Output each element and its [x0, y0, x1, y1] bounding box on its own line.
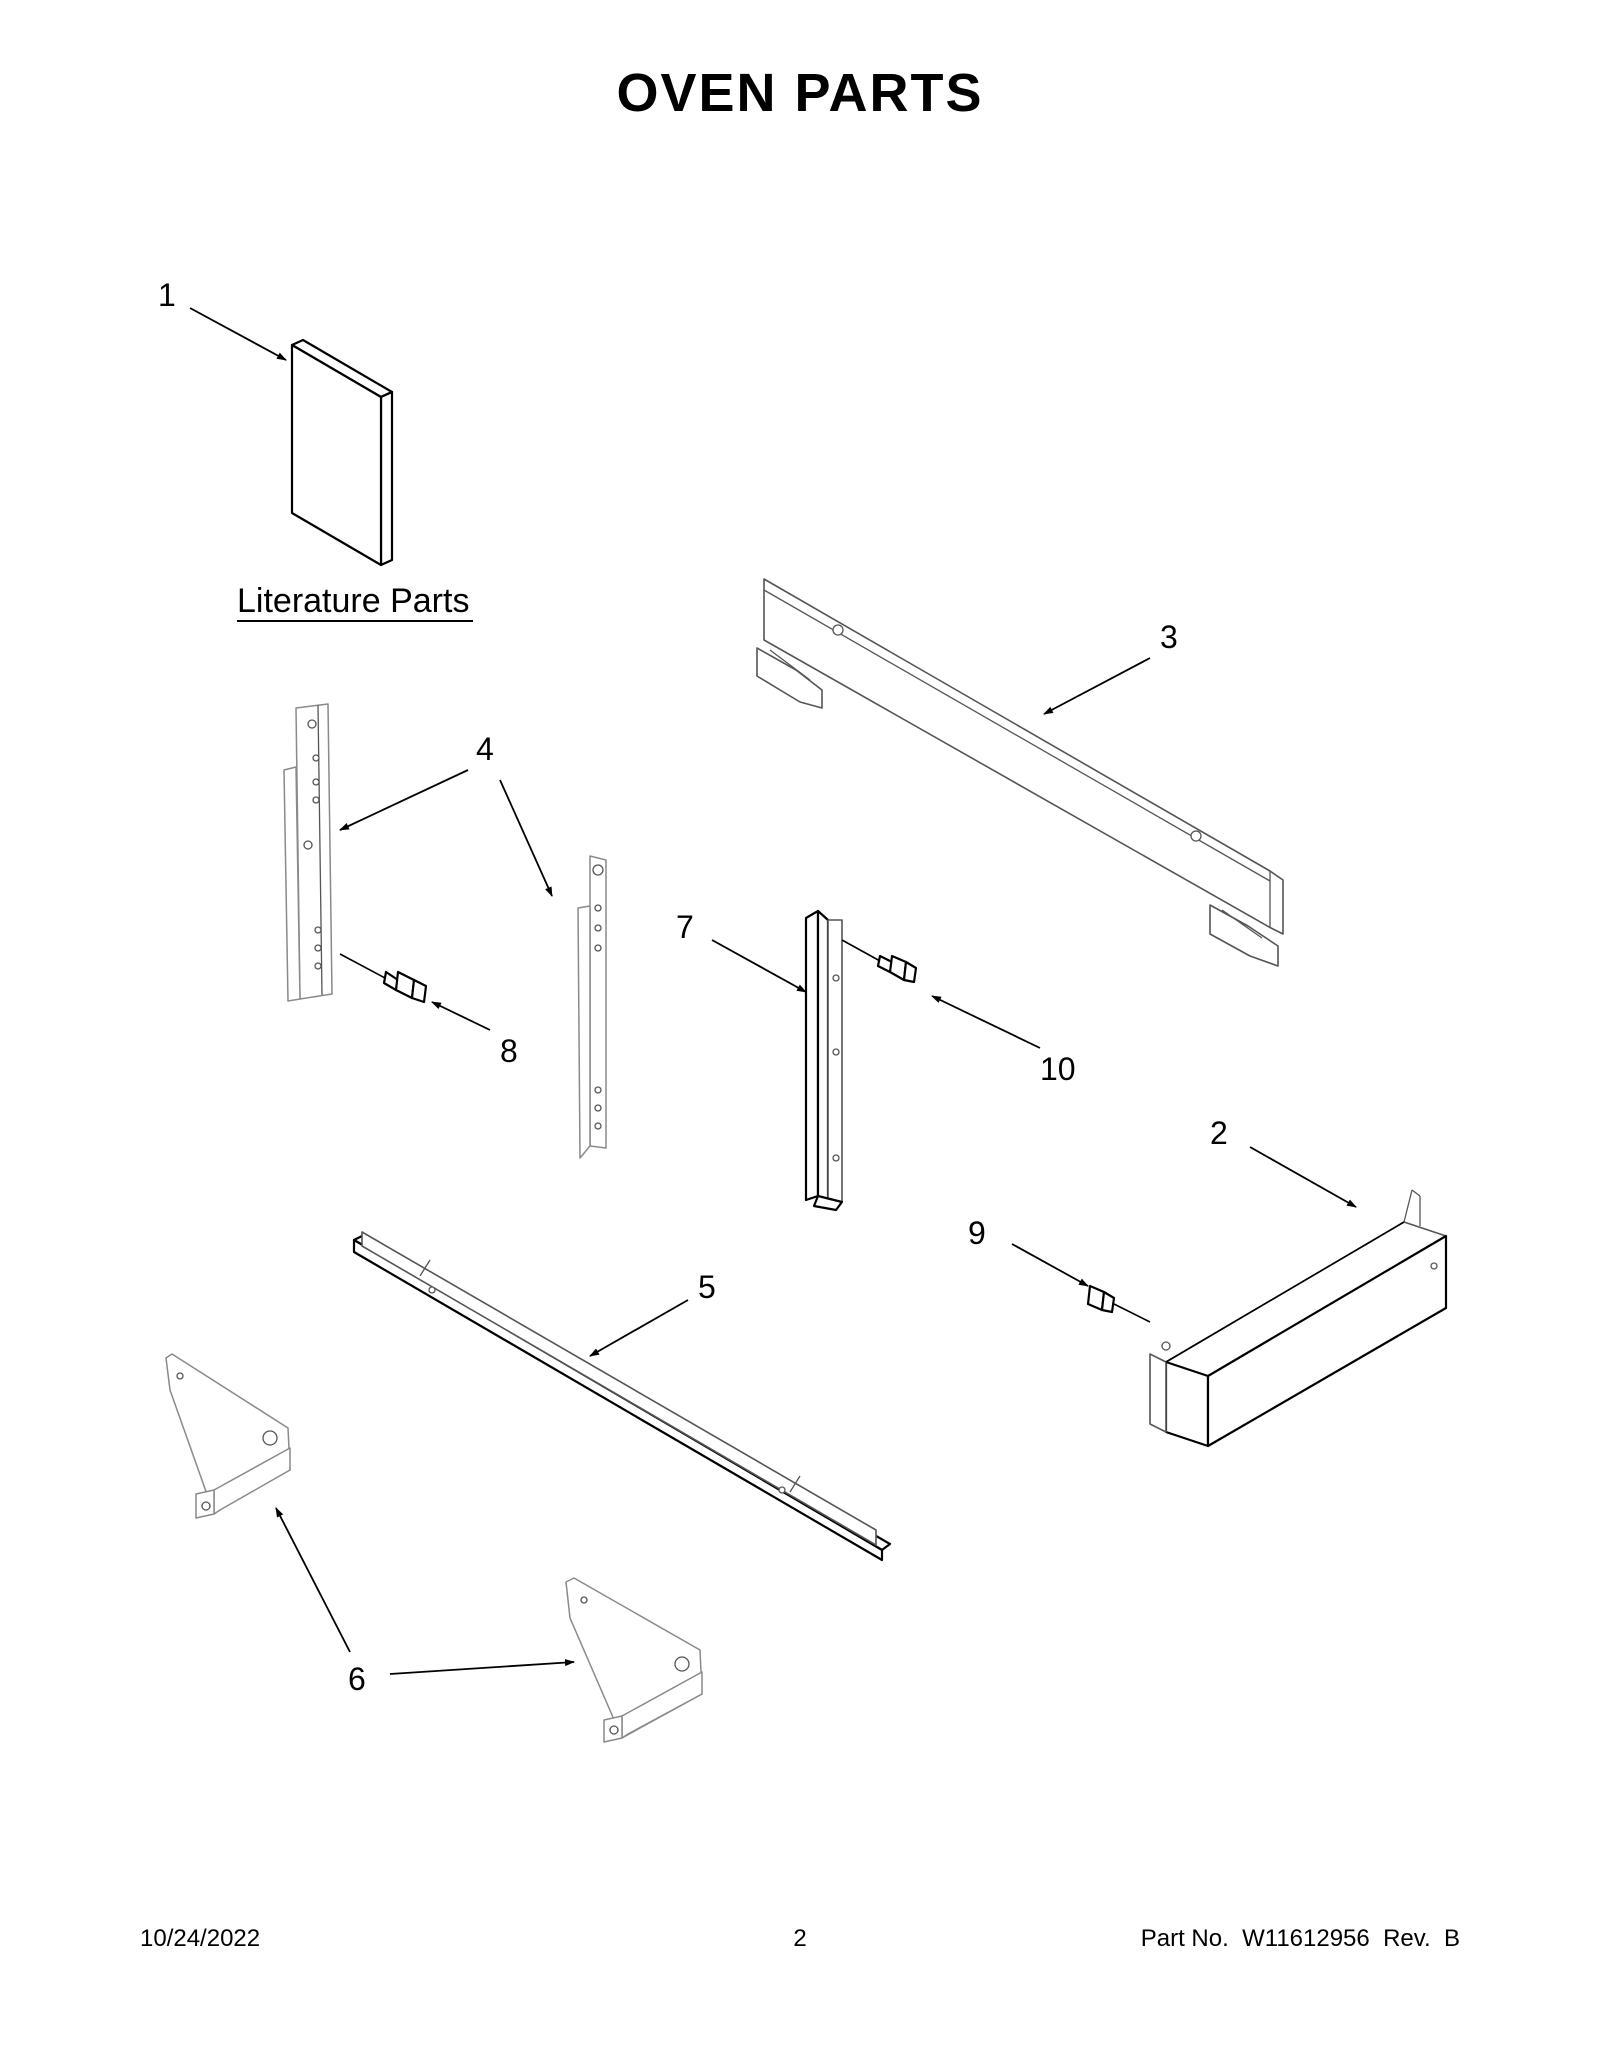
leader-9 — [1011, 1243, 1089, 1287]
screw-9 — [1086, 1284, 1151, 1323]
control-box — [1149, 1189, 1448, 1448]
leader-5 — [589, 1299, 689, 1357]
footer-date: 10/24/2022 — [140, 1925, 261, 1952]
literature-parts-label: Literature Parts — [237, 582, 469, 620]
callout-6: 6 — [348, 1661, 366, 1697]
leader-2 — [1249, 1146, 1357, 1208]
footer-page-number: 2 — [793, 1925, 807, 1952]
side-bracket-left — [283, 703, 333, 1002]
leader-4b — [499, 779, 553, 897]
callout-3: 3 — [1160, 619, 1178, 655]
callout-2: 2 — [1210, 1115, 1228, 1151]
vertical-channel — [804, 909, 844, 1212]
leader-7 — [711, 939, 807, 993]
screw-8 — [339, 953, 428, 1004]
leader-4a — [339, 769, 469, 831]
leader-6a — [275, 1507, 351, 1653]
leader-6b — [389, 1659, 575, 1675]
callout-1: 1 — [158, 277, 176, 313]
callout-10: 10 — [1040, 1051, 1076, 1087]
callout-8: 8 — [500, 1033, 518, 1069]
screw-10 — [841, 939, 918, 984]
footer-part-number: Part No. W11612956 Rev. B — [1140, 1925, 1460, 1952]
bottom-rail — [352, 1231, 892, 1562]
top-rail — [756, 578, 1284, 967]
callout-7: 7 — [676, 909, 694, 945]
side-bracket-center — [577, 855, 607, 1159]
gusset-bracket-left — [165, 1353, 291, 1519]
gusset-bracket-right — [565, 1577, 703, 1743]
leader-3 — [1043, 657, 1151, 715]
literature-booklet — [290, 338, 394, 567]
leader-1 — [189, 307, 287, 361]
callout-5: 5 — [698, 1269, 716, 1305]
leader-10 — [931, 995, 1041, 1049]
callout-4: 4 — [476, 731, 494, 767]
leader-8 — [431, 1001, 491, 1031]
callout-9: 9 — [968, 1215, 986, 1251]
page-title: OVEN PARTS — [616, 63, 984, 123]
